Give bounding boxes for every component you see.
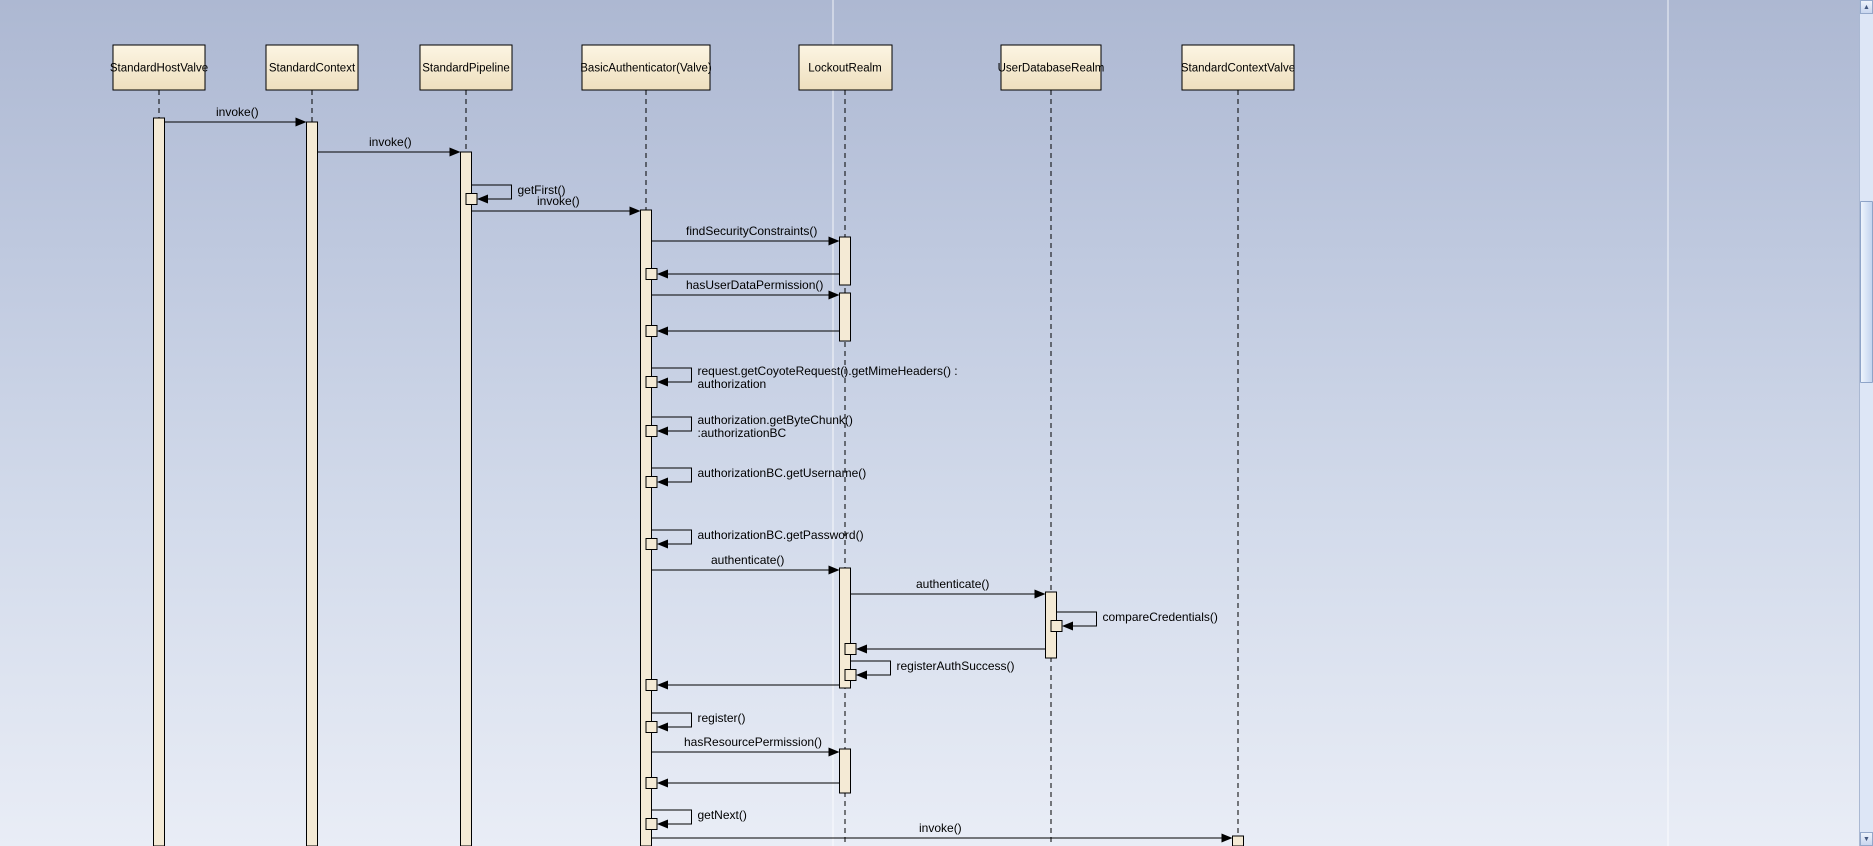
nested-activation [645,818,658,830]
nested-activation [645,425,658,437]
message-label: authenticate() [711,553,784,567]
nested-activation [844,643,857,655]
nested-activation [1050,620,1063,632]
message-label: invoke() [919,821,962,835]
message[interactable]: authorizationBC.getUsername() [645,466,867,488]
message-label: getFirst() [518,183,566,197]
message-label: invoke() [369,135,412,149]
message-label: request.getCoyoteRequest().getMimeHeader… [698,364,958,378]
nested-activation [645,679,658,691]
participant-box[interactable] [1000,44,1102,91]
message[interactable]: authenticate() [651,553,840,575]
nested-activation [645,376,658,388]
message[interactable]: request.getCoyoteRequest().getMimeHeader… [645,364,958,391]
participant-label: BasicAuthenticator(Valve) [580,63,712,75]
scroll-up-button[interactable]: ▲ [1860,0,1873,14]
participant-label: StandardContext [269,63,356,75]
participant-label: LockoutRealm [808,63,882,75]
nested-activation [844,669,857,681]
nested-activation [645,721,658,733]
activation-bar[interactable] [1232,835,1244,846]
message[interactable]: authenticate() [850,577,1046,599]
participant-label: UserDatabaseRealm [998,63,1105,75]
message[interactable]: registerAuthSuccess() [844,659,1015,681]
message[interactable]: invoke() [651,821,1233,843]
self-call-arrow[interactable] [1056,611,1097,631]
down-arrow-icon: ▼ [1863,835,1870,843]
self-call-arrow[interactable] [651,416,692,436]
message-label: compareCredentials() [1103,610,1218,624]
activation-bar[interactable] [153,117,165,846]
message-label-line2: authorization [698,377,767,391]
message-label: invoke() [216,105,259,119]
message[interactable]: invoke() [164,105,307,127]
participant-label: StandardPipeline [422,63,510,75]
message[interactable] [645,679,840,691]
message[interactable] [645,777,840,789]
message[interactable]: getFirst() [465,183,566,205]
message[interactable]: authorization.getByteChunk():authorizati… [645,413,853,440]
nested-activation [645,538,658,550]
self-call-arrow[interactable] [850,660,891,680]
message[interactable]: compareCredentials() [1050,610,1218,632]
nested-activation [645,268,658,280]
self-call-arrow[interactable] [471,184,512,204]
participant-box[interactable] [798,44,893,91]
self-call-arrow[interactable] [651,712,692,732]
participant-box[interactable] [1181,44,1295,91]
participant-box[interactable] [265,44,359,91]
message[interactable]: register() [645,711,746,733]
participant-label: StandardContextValve [1181,63,1295,75]
scroll-thumb[interactable] [1860,201,1873,383]
self-call-arrow[interactable] [651,809,692,829]
message-label: registerAuthSuccess() [897,659,1015,673]
activation-bar[interactable] [839,748,851,794]
message[interactable]: invoke() [471,194,641,216]
participant-box[interactable] [112,44,206,91]
activation-bar[interactable] [839,567,851,689]
self-call-arrow[interactable] [651,467,692,487]
message-label: hasResourcePermission() [684,735,822,749]
message-label: hasUserDataPermission() [686,278,823,292]
message[interactable] [645,268,840,280]
activation-bar[interactable] [306,121,318,846]
activation-bar[interactable] [460,151,472,846]
up-arrow-icon: ▲ [1863,3,1870,11]
message-label: authorization.getByteChunk() [698,413,853,427]
participant-box[interactable] [581,44,711,91]
message-label-line2: :authorizationBC [698,426,787,440]
message[interactable]: hasUserDataPermission() [651,278,840,300]
message[interactable]: getNext() [645,808,747,830]
message-label: getNext() [698,808,747,822]
participant-box[interactable] [419,44,513,91]
nested-activation [645,325,658,337]
message[interactable]: invoke() [317,135,461,157]
activation-bar[interactable] [839,292,851,342]
self-call-arrow[interactable] [651,367,692,387]
vertical-scrollbar[interactable]: ▲ ▼ [1859,0,1873,846]
message[interactable]: authorizationBC.getPassword() [645,528,864,550]
message-label: authorizationBC.getPassword() [698,528,864,542]
activation-bar[interactable] [839,236,851,286]
scroll-down-button[interactable]: ▼ [1860,832,1873,846]
nested-activation [645,476,658,488]
message[interactable]: findSecurityConstraints() [651,224,840,246]
message-label: invoke() [537,194,580,208]
message-label: authenticate() [916,577,989,591]
self-call-arrow[interactable] [651,529,692,549]
activation-bar[interactable] [640,209,652,846]
nested-activation [465,193,478,205]
message[interactable]: hasResourcePermission() [651,735,840,757]
message-label: findSecurityConstraints() [686,224,817,238]
message[interactable] [844,643,1046,655]
nested-activation [645,777,658,789]
message[interactable] [645,325,840,337]
participant-label: StandardHostValve [110,63,208,75]
message-label: register() [698,711,746,725]
message-label: authorizationBC.getUsername() [698,466,867,480]
